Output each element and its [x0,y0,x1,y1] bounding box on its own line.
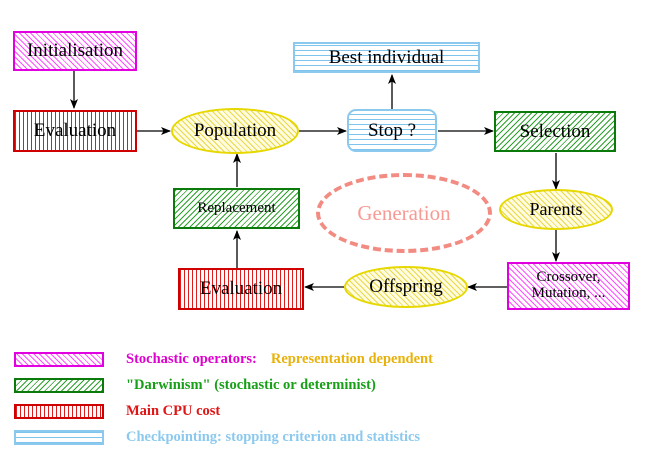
legend-label-darwinism: "Darwinism" (stochastic or determinist) [126,377,376,393]
node-generation-label: Generation [357,200,451,225]
node-stop-label: Stop ? [367,119,417,141]
node-population[interactable]: Population [171,108,299,154]
node-crossover-label-line2: Mutation, ... [531,285,606,301]
node-selection-label: Selection [519,120,591,142]
legend-row-stochastic: Stochastic operators: Representation dep… [14,351,433,368]
legend-row-darwinism: "Darwinism" (stochastic or determinist) [14,377,376,394]
node-parents[interactable]: Parents [499,189,613,230]
legend-label-representation-dependent: Representation dependent [270,351,433,367]
node-best-individual-label: Best individual [328,46,445,68]
legend-label-main-cpu-cost: Main CPU cost [126,403,221,419]
node-evaluation-top[interactable]: Evaluation [13,110,137,152]
node-best-individual[interactable]: Best individual [293,42,480,73]
node-population-label: Population [193,120,277,142]
node-crossover-mutation[interactable]: Crossover, Mutation, ... [507,262,630,310]
node-parents-label: Parents [529,199,583,220]
node-initialisation[interactable]: Initialisation [13,31,137,71]
legend-row-checkpointing: Checkpointing: stopping criterion and st… [14,429,420,446]
legend-swatch-magenta-diagonal-hatch [14,352,104,367]
legend: Stochastic operators: Representation dep… [0,340,670,465]
node-evaluation-bottom[interactable]: Evaluation [178,268,304,310]
node-stop[interactable]: Stop ? [347,109,437,152]
legend-swatch-blue-horizontal-lines [14,430,104,445]
legend-swatch-green-diagonal-hatch [14,378,104,393]
legend-label-checkpointing: Checkpointing: stopping criterion and st… [126,429,421,445]
node-evaluation-top-label: Evaluation [33,120,117,142]
node-evaluation-bottom-label: Evaluation [199,278,283,300]
legend-label-stochastic-operators: Stochastic operators: [126,351,257,367]
node-replacement[interactable]: Replacement [173,188,300,229]
node-replacement-label: Replacement [197,199,276,216]
node-offspring[interactable]: Offspring [344,266,468,308]
legend-row-cpu-cost: Main CPU cost [14,403,220,420]
legend-swatch-red-vertical-lines [14,404,104,419]
node-crossover-label-line1: Crossover, [536,269,601,286]
node-offspring-label: Offspring [369,276,443,298]
node-generation[interactable]: Generation [316,173,492,253]
node-selection[interactable]: Selection [494,111,616,152]
node-initialisation-label: Initialisation [26,40,124,62]
